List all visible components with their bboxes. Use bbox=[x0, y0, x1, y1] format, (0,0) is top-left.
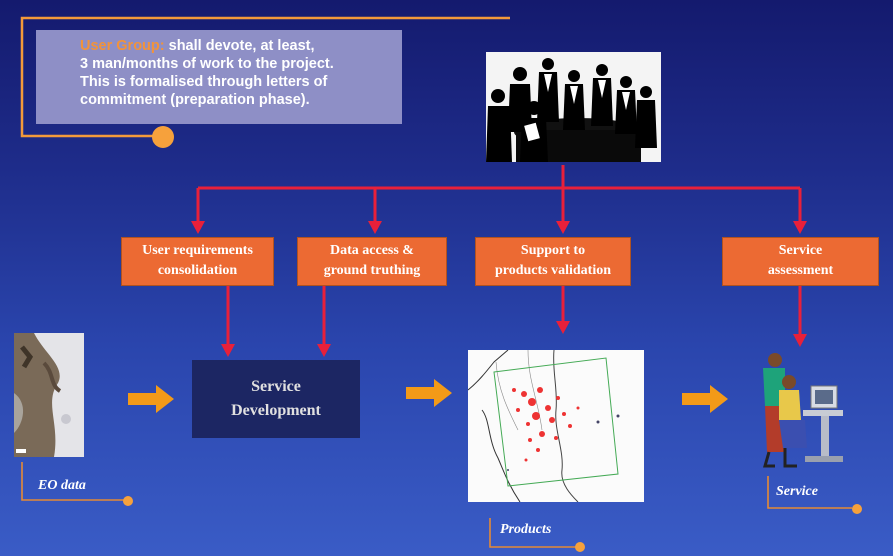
box-data-access-line1: Data access & bbox=[330, 243, 414, 258]
note-line-1: shall devote, at least, bbox=[168, 38, 315, 54]
note-line-4: commitment (preparation phase). bbox=[80, 92, 310, 108]
service-development-box: Service Development bbox=[192, 360, 360, 438]
box-user-requirements: User requirements consolidation bbox=[121, 237, 274, 286]
box-service-assessment-line1: Service bbox=[778, 243, 823, 258]
eo-data-image bbox=[14, 333, 84, 457]
box-products-validation-line1: Support to bbox=[520, 243, 586, 258]
service-users-image bbox=[745, 348, 845, 473]
box-user-requirements-line1: User requirements bbox=[142, 243, 253, 258]
meeting-people-image bbox=[486, 52, 661, 162]
service-development-line1: Service bbox=[251, 378, 301, 395]
note-line-2: 3 man/months of work to the project. bbox=[80, 56, 334, 72]
box-service-assessment: Service assessment bbox=[722, 237, 879, 286]
note-line-3: This is formalised through letters of bbox=[80, 74, 328, 90]
flow-arrow-2 bbox=[406, 379, 452, 407]
service-development-line2: Development bbox=[231, 402, 321, 419]
box-service-assessment-line2: assessment bbox=[767, 263, 834, 278]
user-group-note: User Group: shall devote, at least, 3 ma… bbox=[36, 30, 402, 124]
caption-eo-data: EO data bbox=[38, 478, 86, 493]
box-products-validation-line2: products validation bbox=[494, 263, 612, 278]
products-map-image bbox=[467, 349, 644, 503]
box-data-access-line2: ground truthing bbox=[323, 263, 421, 278]
flow-arrow-1 bbox=[128, 385, 174, 413]
caption-products: Products bbox=[500, 522, 552, 537]
note-highlight: User Group: bbox=[80, 38, 165, 54]
caption-service: Service bbox=[776, 484, 818, 499]
box-user-requirements-line2: consolidation bbox=[157, 263, 238, 278]
box-products-validation: Support to products validation bbox=[475, 237, 631, 286]
box-data-access: Data access & ground truthing bbox=[297, 237, 447, 286]
flow-arrow-3 bbox=[682, 385, 728, 413]
